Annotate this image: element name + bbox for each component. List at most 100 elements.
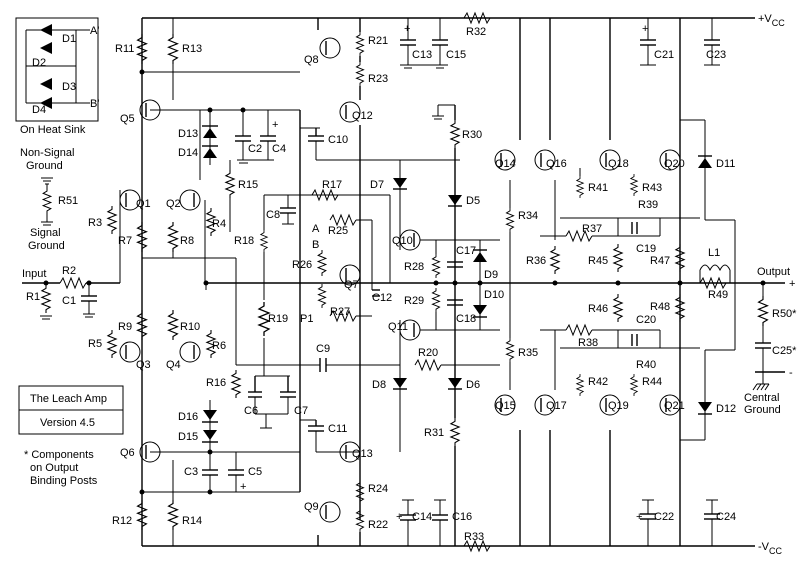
output-minus: - — [789, 367, 793, 379]
supply-bypass-top — [400, 11, 491, 69]
r6-label: R6 — [212, 340, 226, 352]
d12-label: D12 — [716, 403, 736, 415]
c1-label: C1 — [62, 295, 76, 307]
q14-transistor — [494, 149, 516, 171]
c8-label: C8 — [266, 209, 280, 221]
r9-label: R9 — [118, 321, 132, 333]
q2-transistor — [179, 189, 201, 211]
r35-label: R35 — [518, 347, 538, 359]
r45-label: R45 — [588, 255, 608, 267]
r42-label: R42 — [588, 376, 608, 388]
c25-label: C25* — [772, 345, 797, 357]
central-ground-label-2: Ground — [744, 404, 781, 416]
q13-transistor — [339, 441, 361, 463]
c15-label: C15 — [446, 49, 466, 61]
title-name: The Leach Amp — [30, 393, 107, 405]
d14-label: D14 — [178, 147, 198, 159]
r12-label: R12 — [112, 515, 132, 527]
r32-label: R32 — [466, 26, 486, 38]
q8-transistor — [319, 37, 341, 59]
c22-label: C22 — [654, 511, 674, 523]
r28-label: R28 — [404, 261, 424, 273]
c18-label: C18 — [456, 313, 476, 325]
c20-label: C20 — [636, 314, 656, 326]
r43-label: R43 — [642, 182, 662, 194]
non-signal-ground-label-1: Non-Signal — [20, 147, 74, 159]
c14-label: C14 — [412, 511, 432, 523]
node-a-prime-label: A' — [90, 25, 99, 37]
r37-label: R37 — [582, 223, 602, 235]
q20-transistor — [659, 149, 681, 171]
q15-transistor — [494, 394, 516, 416]
footnote-line-3: Binding Posts — [30, 475, 98, 487]
zobel-network — [752, 280, 785, 391]
c11-label: C11 — [328, 423, 347, 435]
d13-label: D13 — [178, 128, 198, 140]
q1-label: Q1 — [136, 198, 151, 210]
node-b-prime-label: B' — [90, 98, 99, 110]
q9-transistor — [319, 501, 341, 523]
output-stage-wiring — [505, 18, 736, 546]
q20-label: Q20 — [664, 158, 685, 170]
r22-label: R22 — [368, 519, 388, 531]
r17-label: R17 — [322, 179, 342, 191]
r33-label: R33 — [464, 531, 484, 543]
r39-label: R39 — [638, 199, 658, 211]
q16-transistor — [534, 149, 556, 171]
supply-bypass-bottom — [400, 499, 491, 553]
vas-wiring — [299, 18, 460, 546]
r4-label: R4 — [212, 218, 226, 230]
r21-label: R21 — [368, 35, 388, 47]
q12-transistor — [339, 101, 361, 123]
q3-transistor — [119, 341, 141, 363]
r51-label: R51 — [58, 195, 78, 207]
r27-label: R27 — [330, 306, 350, 318]
c9-r20 — [236, 358, 500, 372]
central-ground-label-1: Central — [744, 392, 779, 404]
r49-label: R49 — [708, 289, 728, 301]
c6-label: C6 — [244, 405, 258, 417]
r5-label: R5 — [88, 338, 102, 350]
q12-label: Q12 — [352, 110, 373, 122]
r7-label: R7 — [118, 235, 132, 247]
q19-label: Q19 — [608, 400, 629, 412]
c22-plus: + — [636, 511, 642, 523]
title-box — [18, 385, 124, 435]
c4-label: C4 — [272, 143, 286, 155]
q6-transistor — [139, 441, 161, 463]
title-version: Version 4.5 — [40, 417, 95, 429]
c21-label: C21 — [654, 49, 674, 61]
r23-label: R23 — [368, 73, 388, 85]
r50-label: R50* — [772, 308, 797, 320]
c12-label: C12 — [372, 292, 392, 304]
feedback-network — [248, 188, 339, 429]
r44-label: R44 — [642, 376, 662, 388]
c2-label: C2 — [248, 143, 262, 155]
q18-label: Q18 — [608, 158, 629, 170]
d10-label: D10 — [484, 289, 504, 301]
a-label: A — [312, 223, 320, 235]
heat-sink-caption: On Heat Sink — [20, 124, 86, 136]
q8-label: Q8 — [304, 54, 319, 66]
r38-label: R38 — [578, 337, 598, 349]
q4-transistor — [179, 341, 201, 363]
r13-label: R13 — [182, 43, 202, 55]
r16-label: R16 — [206, 377, 226, 389]
q1-transistor — [119, 189, 141, 211]
c4-plus: + — [272, 119, 278, 131]
r2-label: R2 — [62, 265, 76, 277]
q17-label: Q17 — [546, 400, 567, 412]
zener-reference-top — [202, 107, 276, 165]
d9-label: D9 — [484, 269, 498, 281]
l1-label: L1 — [708, 247, 720, 259]
c16-label: C16 — [452, 511, 472, 523]
q15-label: Q15 — [495, 400, 516, 412]
c17-label: C17 — [456, 245, 476, 257]
non-signal-ground-label-2: Ground — [26, 160, 63, 172]
c5-label: C5 — [248, 466, 262, 478]
q18-transistor — [599, 149, 621, 171]
q10-transistor — [399, 229, 421, 251]
input-network — [22, 276, 120, 320]
r47-label: R47 — [650, 255, 670, 267]
output-bypass-top — [640, 18, 720, 66]
